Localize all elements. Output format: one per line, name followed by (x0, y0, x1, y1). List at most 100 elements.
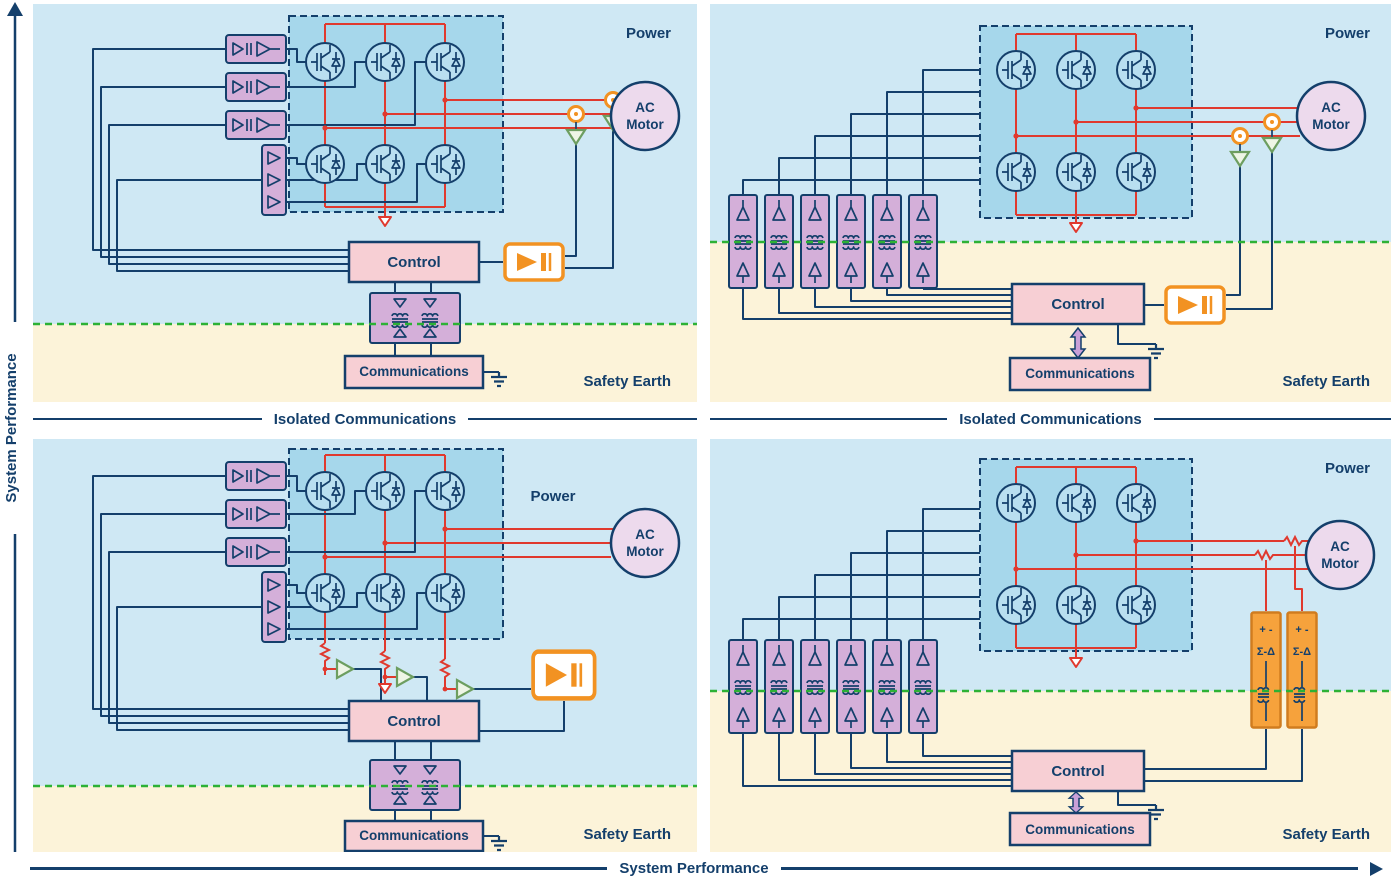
power-label: Power (1325, 460, 1370, 477)
safety-earth-label: Safety Earth (1282, 826, 1370, 843)
communications-label: Communications (1025, 822, 1135, 837)
sigma-delta-adc-icon (1250, 611, 1282, 729)
igbt-icon (305, 144, 345, 184)
quadrant-top-left: Control Communications Power Safety Eart… (33, 4, 697, 402)
x-axis-line (30, 867, 608, 870)
isolation-transformer-icon (908, 639, 938, 734)
isolated-gate-driver-icon (225, 461, 287, 491)
igbt-icon (1056, 483, 1096, 523)
igbt-icon (1116, 585, 1156, 625)
x-axis: System Performance (30, 860, 1383, 877)
igbt-icon (365, 144, 405, 184)
isolation-transformer-icon (872, 639, 902, 734)
power-label: Power (1325, 25, 1370, 42)
igbt-icon (1056, 152, 1096, 192)
igbt-icon (425, 471, 465, 511)
isolated-gate-driver-icon (225, 499, 287, 529)
isolated-communications-label: Isolated Communications (273, 410, 457, 428)
igbt-icon (996, 585, 1036, 625)
igbt-icon (365, 573, 405, 613)
igbt-icon (425, 144, 465, 184)
control-box (1010, 282, 1146, 326)
igbt-icon (305, 42, 345, 82)
igbt-icon (425, 42, 465, 82)
signal-wiring (92, 48, 614, 373)
isolation-amplifier-icon (503, 242, 565, 282)
isolation-amplifier-icon (1164, 285, 1226, 325)
communications-box (343, 819, 485, 852)
isolation-transformer-icon (369, 292, 461, 344)
signal-wiring (742, 508, 1303, 806)
gate-driver-bank-icon (261, 144, 287, 216)
safety-earth-label: Safety Earth (583, 373, 671, 390)
sigma-delta-adc-icon (1286, 611, 1318, 729)
communications-box (1008, 811, 1152, 847)
communications-box (343, 354, 485, 390)
junction-dots (322, 97, 448, 131)
isolated-communications-label: Isolated Communications (959, 410, 1142, 428)
divider-line (468, 417, 697, 421)
igbt-icon (996, 483, 1036, 523)
communications-label: Communications (1025, 366, 1135, 381)
power-label: Power (530, 488, 575, 505)
divider-line (1153, 417, 1391, 421)
ac-motor-icon (1295, 80, 1367, 152)
junction-dots (1013, 538, 1139, 572)
igbt-icon (1056, 50, 1096, 90)
igbt-icon (996, 50, 1036, 90)
igbt-icon (1116, 483, 1156, 523)
control-box (1010, 749, 1146, 793)
safety-earth-label: Safety Earth (1282, 373, 1370, 390)
ac-motor-icon (1304, 519, 1376, 591)
isolated-gate-driver-icon (225, 72, 287, 102)
junction-dots (322, 526, 448, 692)
x-axis-arrow-icon (1370, 861, 1383, 876)
igbt-icon (1056, 585, 1096, 625)
communications-box (1008, 356, 1152, 392)
quadrant-bottom-right: Control Communications Power Safety Eart… (710, 439, 1391, 852)
ac-motor-icon (609, 507, 681, 579)
quadrant-top-right: Control Communications Power Safety Eart… (710, 4, 1391, 402)
igbt-icon (365, 471, 405, 511)
isolation-transformer-icon (728, 639, 758, 734)
power-label: Power (626, 25, 671, 42)
communications-label: Communications (359, 364, 469, 379)
igbt-icon (1116, 152, 1156, 192)
communications-label: Communications (359, 828, 469, 843)
divider-line (33, 417, 262, 421)
control-box (347, 699, 481, 743)
divider-line (710, 417, 948, 421)
divider-right: Isolated Communications (710, 406, 1391, 432)
isolation-transformer-icon (800, 639, 830, 734)
control-label: Control (387, 713, 440, 730)
isolated-gate-driver-icon (225, 537, 287, 567)
igbt-icon (425, 573, 465, 613)
y-axis: System Performance (3, 2, 23, 852)
igbt-icon (305, 573, 345, 613)
signal-wiring (92, 475, 565, 837)
isolated-gate-driver-icon (225, 110, 287, 140)
quadrant-bottom-left: Control Communications Power Safety Eart… (33, 439, 697, 852)
igbt-icon (305, 471, 345, 511)
junction-dots (1013, 105, 1139, 139)
control-label: Control (1051, 296, 1104, 313)
x-axis-label: System Performance (619, 860, 769, 877)
control-label: Control (387, 254, 440, 271)
igbt-icon (1116, 50, 1156, 90)
safety-earth-label: Safety Earth (583, 826, 671, 843)
isolation-amplifier-icon (533, 652, 594, 699)
y-axis-label: System Performance (3, 353, 20, 502)
igbt-icon (996, 152, 1036, 192)
isolation-transformer-icon (764, 639, 794, 734)
divider-left: Isolated Communications (33, 406, 697, 432)
igbt-icon (365, 42, 405, 82)
isolation-transformer-icon (836, 639, 866, 734)
control-label: Control (1051, 763, 1104, 780)
gate-driver-bank-icon (261, 571, 287, 643)
control-box (347, 240, 481, 284)
x-axis-line (780, 867, 1358, 870)
y-axis-arrow-icon (7, 2, 23, 16)
ac-motor-icon (609, 80, 681, 152)
signal-wiring (742, 69, 1273, 345)
